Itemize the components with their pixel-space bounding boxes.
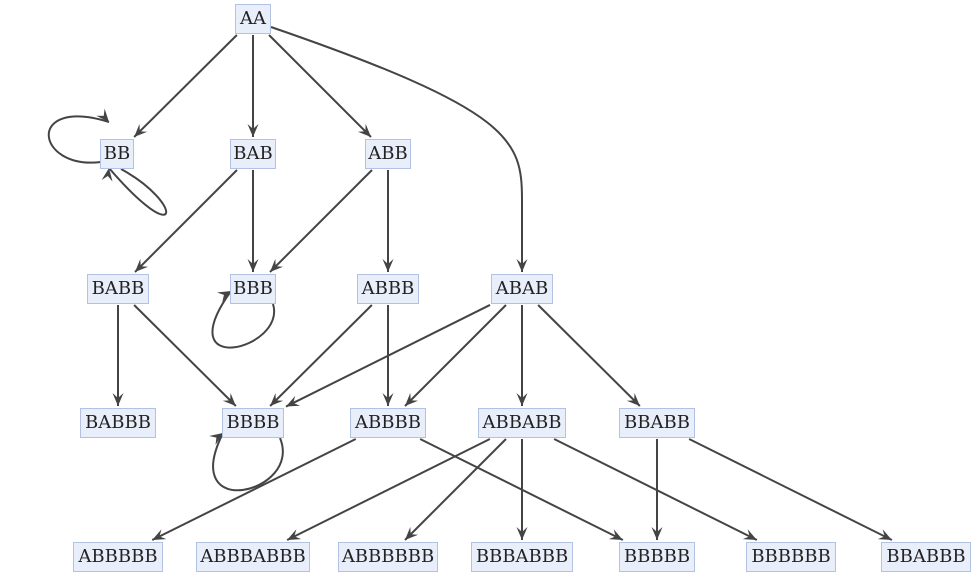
edge-bb-to-bb-arrowhead bbox=[96, 108, 109, 122]
edge-abab-to-abbabb-arrowhead bbox=[516, 393, 528, 406]
edge-bab-to-bbb-arrowhead bbox=[247, 259, 259, 272]
node-abbbabbb: ABBBABBB bbox=[196, 542, 310, 572]
node-abb: ABB bbox=[365, 139, 411, 169]
node-bbabbb: BBABBB bbox=[881, 542, 971, 572]
node-bbbabbb: BBBABBB bbox=[471, 542, 573, 572]
edge-abbabb-to-bbbabbb-arrowhead bbox=[516, 527, 528, 540]
edge-abab-to-bbbb-arrowhead bbox=[286, 395, 301, 407]
node-bbb: BBB bbox=[230, 274, 276, 304]
edge-bbbb-to-bbbb-arrowhead bbox=[209, 433, 223, 445]
edge-abbbb-to-bbbbb-arrowhead bbox=[608, 529, 623, 540]
edge-abbabb-to-abbbbbb bbox=[404, 438, 507, 541]
edge-bab-to-babb bbox=[134, 169, 238, 273]
edge-abab-to-bbbb bbox=[285, 304, 491, 408]
edge-aa-to-abab-arrowhead bbox=[516, 259, 528, 272]
edge-abab-to-abbbb bbox=[404, 304, 507, 407]
node-bb: BB bbox=[100, 139, 134, 169]
node-bbbbb: BBBBB bbox=[619, 542, 695, 572]
edge-aa-to-bab-arrowhead bbox=[247, 124, 259, 137]
node-bbbbbb: BBBBBB bbox=[746, 542, 836, 572]
edge-abb-to-abbb-arrowhead bbox=[382, 259, 394, 272]
edge-abbbb-to-abbbbb-arrowhead bbox=[152, 529, 167, 540]
edge-abab-to-bbabb-arrowhead bbox=[626, 392, 640, 406]
node-abbbbbb: ABBBBBB bbox=[338, 542, 438, 572]
edge-babb-to-bbbb-arrowhead bbox=[222, 392, 236, 406]
edge-bb-to-bb bbox=[108, 167, 167, 216]
edge-abbb-to-bbbb bbox=[269, 304, 373, 407]
edge-abb-to-bbb-arrowhead bbox=[270, 258, 284, 272]
edge-aa-to-abab bbox=[270, 26, 523, 272]
edge-abbabb-to-abbbabbb-arrowhead bbox=[287, 529, 302, 540]
node-bbabb: BBABB bbox=[619, 408, 695, 438]
node-abbbb: ABBBB bbox=[350, 408, 426, 438]
edge-bbb-to-bbb bbox=[211, 290, 276, 349]
node-bab: BAB bbox=[230, 139, 276, 169]
edge-bbabb-to-bbabbb-arrowhead bbox=[877, 529, 892, 540]
edge-abb-to-bbb bbox=[269, 169, 373, 273]
node-babb: BABB bbox=[87, 274, 149, 304]
node-abbb: ABBB bbox=[357, 274, 419, 304]
edge-abbb-to-bbbb-arrowhead bbox=[270, 392, 284, 406]
edge-abbbb-to-abbbbb bbox=[151, 438, 357, 541]
edge-abbabb-to-bbbbbb bbox=[553, 438, 758, 541]
edge-babb-to-bbbb bbox=[133, 304, 237, 407]
node-aa: AA bbox=[235, 4, 271, 34]
edge-bab-to-babb-arrowhead bbox=[135, 258, 149, 272]
edge-abab-to-abbbb-arrowhead bbox=[405, 392, 419, 406]
edge-bbb-to-bbb-arrowhead bbox=[216, 291, 231, 303]
edge-aa-to-bb-arrowhead bbox=[134, 123, 148, 137]
edge-abbabb-to-abbbbbb-arrowhead bbox=[405, 526, 419, 540]
node-abbbbb: ABBBBB bbox=[73, 542, 163, 572]
edge-bbbb-to-bbbb bbox=[212, 432, 284, 492]
edge-abbabb-to-abbbabbb bbox=[286, 438, 491, 541]
edge-abbabb-to-bbbbbb-arrowhead bbox=[742, 529, 757, 540]
node-babbb: BABBB bbox=[80, 408, 156, 438]
edge-bb-to-bb-arrowhead bbox=[101, 168, 113, 182]
edge-bb-to-bb bbox=[47, 115, 110, 164]
edge-aa-to-bb bbox=[133, 34, 238, 138]
edge-babb-to-babbb-arrowhead bbox=[112, 393, 124, 406]
node-bbbb: BBBB bbox=[222, 408, 284, 438]
edge-bbabb-to-bbbbb-arrowhead bbox=[651, 527, 663, 540]
edge-abab-to-bbabb bbox=[537, 304, 641, 407]
node-abab: ABAB bbox=[491, 274, 553, 304]
edge-aa-to-abb bbox=[268, 34, 372, 138]
edge-abbb-to-abbbb-arrowhead bbox=[382, 393, 394, 406]
node-abbabb: ABBABB bbox=[478, 408, 566, 438]
edge-bbabb-to-bbabbb bbox=[688, 438, 893, 541]
edge-aa-to-abb-arrowhead bbox=[357, 123, 371, 137]
